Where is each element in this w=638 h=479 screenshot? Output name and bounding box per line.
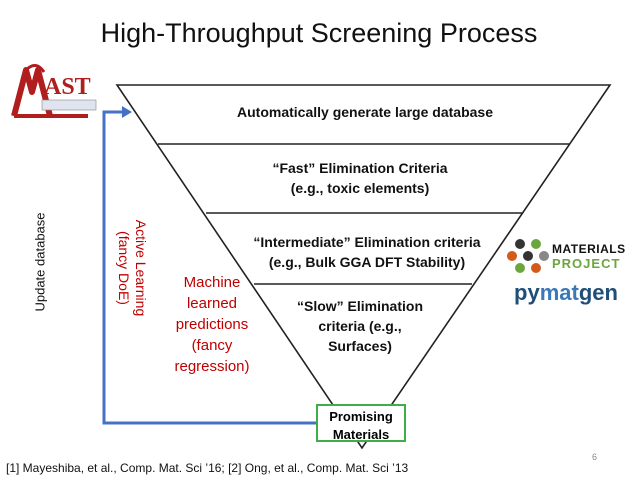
pymatgen-part-mat: mat	[539, 280, 579, 305]
materials-project-word-project: PROJECT	[552, 256, 621, 271]
page-number: 6	[592, 452, 598, 462]
promising-line1: Promising	[329, 409, 393, 424]
funnel-outline	[115, 84, 612, 450]
stage-intermediate-line2: (e.g., Bulk GGA DFT Stability)	[268, 254, 466, 270]
ml-line: regression)	[174, 358, 250, 375]
stage-slow-line1: “Slow” Elimination	[296, 298, 423, 314]
stage-slow-line2: criteria (e.g.,	[318, 318, 402, 334]
active-learning-line1: Active Learning	[133, 219, 149, 317]
promising-materials-box: Promising Materials	[316, 404, 406, 442]
ml-line: learned	[186, 295, 238, 312]
feedback-arrowhead-icon	[122, 106, 132, 118]
page-title: High-Throughput Screening Process	[100, 18, 538, 48]
stage-fast-line1: “Fast” Elimination Criteria	[272, 160, 448, 176]
pymatgen-logo: pymatgen	[514, 280, 618, 306]
active-learning-label: Active Learning (fancy DoE)	[115, 198, 149, 338]
ml-line: Machine	[183, 274, 241, 291]
stage-slow-elimination: “Slow” Elimination criteria (e.g., Surfa…	[290, 296, 430, 356]
promising-line2: Materials	[332, 427, 390, 442]
ml-predictions-label: Machine learned predictions (fancy regre…	[162, 272, 262, 377]
materials-project-word-materials: MATERIALS	[552, 242, 626, 256]
ml-line: predictions	[175, 316, 249, 333]
mast-logo-icon	[11, 64, 97, 118]
pymatgen-part-py: py	[514, 280, 540, 305]
feedback-loop-arrow	[102, 110, 316, 425]
materials-project-logo-icon	[507, 239, 549, 273]
stage-generate-text: Automatically generate large database	[237, 104, 493, 120]
stage-intermediate-elimination: “Intermediate” Elimination criteria (e.g…	[222, 232, 512, 272]
stage-intermediate-line1: “Intermediate” Elimination criteria	[253, 234, 481, 250]
pymatgen-part-gen: gen	[578, 280, 618, 305]
update-database-label: Update database	[32, 212, 48, 312]
references: [1] Mayeshiba, et al., Comp. Mat. Sci ’1…	[6, 461, 409, 475]
stage-generate-database: Automatically generate large database	[200, 102, 530, 122]
ml-line: (fancy	[191, 337, 233, 354]
active-learning-line2: (fancy DoE)	[116, 231, 132, 305]
stage-fast-line2: (e.g., toxic elements)	[290, 180, 430, 196]
stage-fast-elimination: “Fast” Elimination Criteria (e.g., toxic…	[210, 158, 510, 198]
stage-slow-line3: Surfaces)	[328, 338, 392, 354]
mast-logo-text: AST	[44, 74, 91, 100]
